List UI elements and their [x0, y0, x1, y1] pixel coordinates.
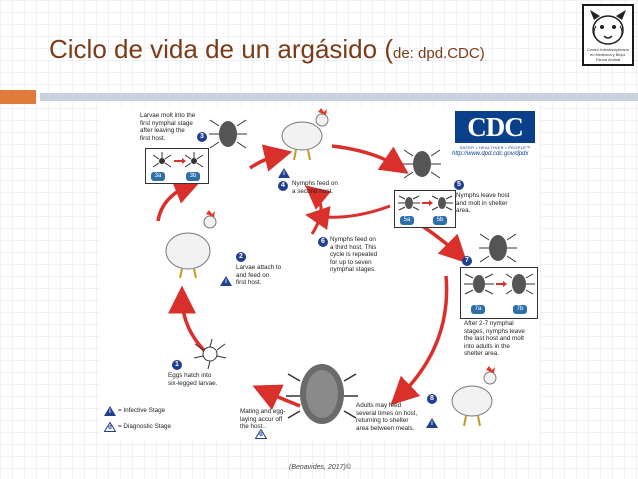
stage-5a-chip: 5a — [400, 216, 414, 225]
arrow-7-to-8 — [390, 275, 449, 406]
adult-tick-illustration — [286, 364, 358, 424]
chicken-illustration-4 — [281, 108, 329, 161]
arrow-mating-to-eggs — [252, 384, 301, 411]
cdc-logo: CDC — [455, 111, 535, 143]
stage-8-number: 8 — [427, 394, 437, 404]
tick-pair-3-icon — [152, 152, 204, 168]
tick-pair-5-icon — [398, 195, 453, 211]
animal-head-icon — [590, 10, 626, 45]
stage-6-number: 6 — [318, 237, 328, 247]
stage-4-number: 4 — [278, 181, 288, 191]
stage-2-number: 2 — [236, 252, 246, 262]
tick-illustration-5 — [403, 149, 441, 179]
arrow-5-to-6 — [305, 204, 391, 230]
stage-3a-chip: 3a — [151, 172, 165, 181]
stage-5-number: 5 — [454, 180, 464, 190]
arrow-larvae-to-3 — [156, 177, 202, 222]
stage-7b-chip: 7b — [513, 305, 527, 314]
arrow-3-to-4 — [249, 144, 293, 172]
diagnostic-icon: d — [255, 429, 267, 439]
stage-7a-chip: 7a — [471, 305, 485, 314]
arrow-6-to-4 — [305, 185, 332, 235]
stage-1-number: 1 — [172, 360, 182, 370]
infective-icon: i — [278, 168, 290, 178]
cdc-url: http://www.dpd.cdc.gov/dpdx — [452, 151, 529, 157]
stage-7-number: 7 — [462, 256, 472, 266]
infective-icon: i — [426, 418, 438, 428]
logo-text: Centro Interdisciplinario en Medicina y … — [586, 47, 630, 62]
tick-illustration-3 — [209, 119, 247, 149]
institution-logo: Centro Interdisciplinario en Medicina y … — [582, 4, 634, 66]
larva-illustration-1 — [193, 338, 227, 370]
stage-7-box: 7a 7b — [460, 267, 538, 319]
title-underline-band — [40, 93, 638, 101]
legend-infective-text: = Infective Stage — [118, 407, 166, 414]
chicken-illustration-2 — [165, 210, 217, 279]
stage-3b-chip: 3b — [186, 172, 200, 181]
stage-3-box: 3a 3b — [145, 148, 209, 184]
life-cycle-diagram: CDC SAFER • HEALTHIER • PEOPLE™ http://w… — [100, 106, 540, 441]
cdc-tagline: SAFER • HEALTHIER • PEOPLE™ — [459, 145, 531, 150]
chicken-illustration-8 — [451, 366, 497, 427]
tick-pair-7-icon — [464, 273, 535, 295]
legend-infective-icon: i — [104, 406, 116, 416]
title-main: Ciclo de vida de un argásido ( — [49, 34, 393, 64]
title-source: de: dpd.CDC — [392, 45, 480, 62]
stage-5b-chip: 5b — [433, 216, 447, 225]
stage-3-number: 3 — [197, 132, 207, 142]
legend-diagnostic-icon: d — [104, 422, 116, 432]
legend-diagnostic-text: = Diagnostic Stage — [118, 423, 172, 430]
arrow-4-to-5 — [331, 144, 409, 174]
tick-illustration-7 — [479, 233, 517, 263]
arrow-eggs-to-larvae — [168, 285, 212, 358]
infective-icon: i — [220, 276, 232, 286]
title-close: ) — [479, 45, 485, 62]
image-credit: (Benavides, 2017)© — [289, 464, 351, 471]
stage-5-box: 5a 5b — [394, 190, 456, 228]
accent-bar — [0, 90, 36, 104]
page-title: Ciclo de vida de un argásido (de: dpd.CD… — [49, 34, 485, 65]
